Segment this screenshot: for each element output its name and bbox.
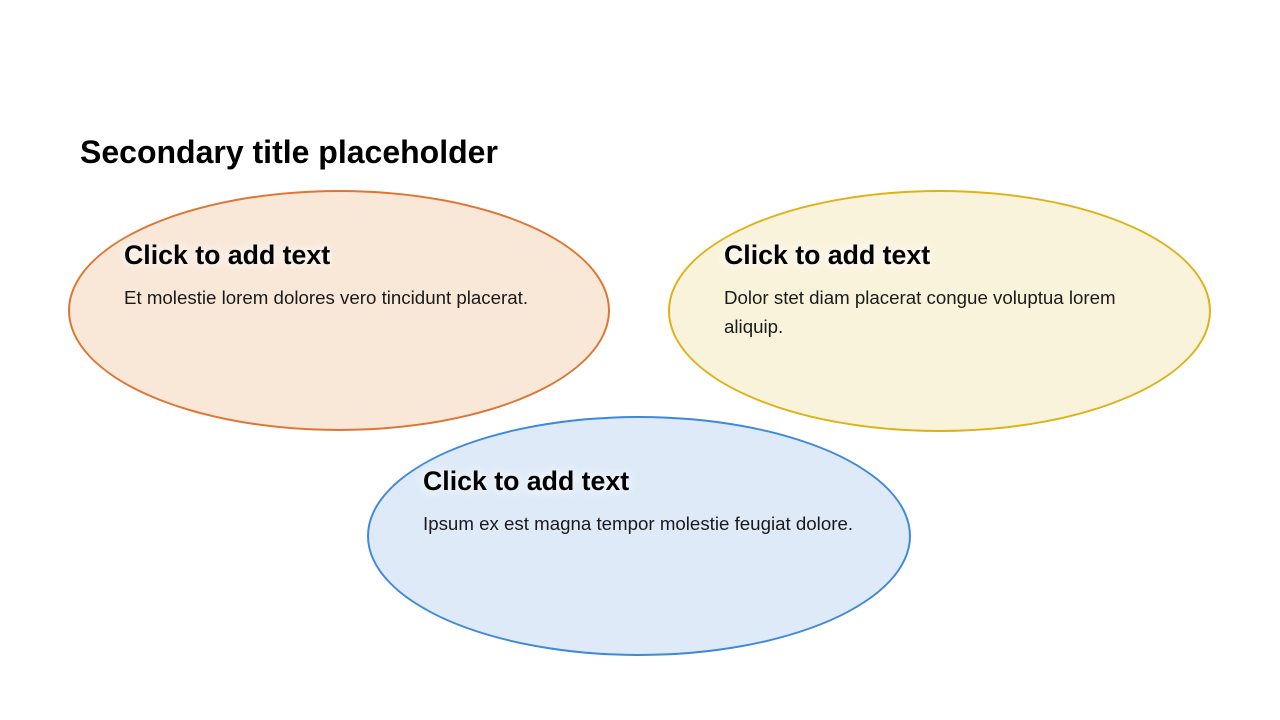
bubble-blue-content: Click to add text Ipsum ex est magna tem…: [423, 465, 865, 538]
bubble-blue-ellipse[interactable]: Click to add text Ipsum ex est magna tem…: [367, 416, 911, 656]
bubble-orange-body-text: Et molestie lorem dolores vero tincidunt…: [124, 287, 529, 308]
secondary-title-placeholder[interactable]: Secondary title placeholder: [80, 134, 498, 170]
bubble-yellow-content: Click to add text Dolor stet diam placer…: [724, 239, 1124, 341]
bubble-orange-content: Click to add text Et molestie lorem dolo…: [124, 239, 566, 312]
bubble-blue-body-text: Ipsum ex est magna tempor molestie feugi…: [423, 513, 854, 534]
bubble-yellow-ellipse[interactable]: Click to add text Dolor stet diam placer…: [668, 190, 1211, 432]
bubble-yellow-body-text: Dolor stet diam placerat congue voluptua…: [724, 287, 1116, 337]
bubble-orange-heading-placeholder[interactable]: Click to add text: [124, 240, 331, 270]
bubble-blue-heading-placeholder[interactable]: Click to add text: [423, 466, 630, 496]
bubble-orange-ellipse[interactable]: Click to add text Et molestie lorem dolo…: [68, 190, 610, 431]
bubble-yellow-heading-placeholder[interactable]: Click to add text: [724, 240, 931, 270]
